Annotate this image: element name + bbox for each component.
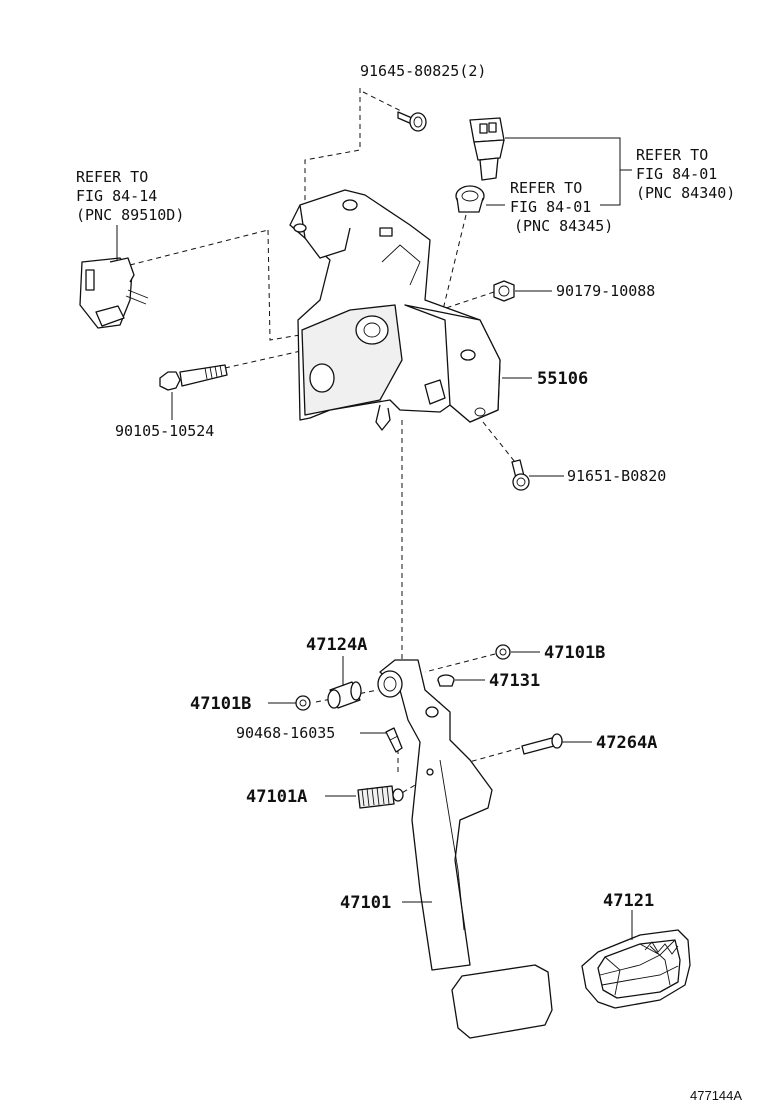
nut-90179-icon — [493, 280, 515, 302]
figure-id-label: 477144A — [690, 1088, 742, 1103]
label-bolt-left: 90105-10524 — [115, 422, 214, 440]
bolt-91651-icon — [511, 459, 530, 491]
label-refer-mid-1: REFER TO — [510, 179, 582, 197]
bolt-90105-icon — [159, 364, 228, 391]
label-nut: 90179-10088 — [556, 282, 655, 300]
label-refer-left-2: FIG 84-14 — [76, 187, 157, 205]
label-collar-right: 47101B — [544, 643, 605, 663]
clip-90468-icon — [385, 727, 403, 753]
label-refer-mid-3: (PNC 84345) — [514, 217, 613, 235]
bolt-91645-icon — [397, 111, 427, 132]
pin-47264A-icon — [521, 733, 563, 755]
switch-cushion-icon — [455, 185, 485, 213]
brake-pedal-47101-icon — [377, 659, 553, 1039]
label-refer-right-1: REFER TO — [636, 146, 708, 164]
cushion-47131-icon — [437, 674, 455, 687]
label-pad: 47121 — [603, 891, 654, 911]
label-pedal: 47101 — [340, 893, 391, 913]
label-refer-left-1: REFER TO — [76, 168, 148, 186]
label-refer-left-3: (PNC 89510D) — [76, 206, 184, 224]
label-spring: 47101A — [246, 787, 307, 807]
collar-47101B-left-icon — [295, 695, 311, 711]
label-clip: 90468-16035 — [236, 724, 335, 742]
label-bolt-top: 91645-80825(2) — [360, 62, 486, 80]
label-cushion: 47131 — [489, 671, 540, 691]
label-bracket: 55106 — [537, 369, 588, 389]
stop-lamp-switch-icon — [469, 117, 505, 181]
label-bushing: 47124A — [306, 635, 367, 655]
stroke-sensor-icon — [79, 257, 149, 329]
part-labels: 91645-80825(2) REFER TO FIG 84-01 (PNC 8… — [76, 62, 742, 1103]
label-bolt-right: 91651-B0820 — [567, 467, 666, 485]
collar-47101B-right-icon — [495, 644, 511, 660]
label-collar-left: 47101B — [190, 694, 251, 714]
label-refer-right-2: FIG 84-01 — [636, 165, 717, 183]
label-pin: 47264A — [596, 733, 657, 753]
label-refer-right-3: (PNC 84340) — [636, 184, 735, 202]
spring-47101A-icon — [357, 785, 404, 809]
leader-lines — [116, 137, 633, 940]
assembly-dashed-lines — [129, 88, 521, 798]
pedal-bracket-icon — [289, 189, 501, 431]
label-refer-mid-2: FIG 84-01 — [510, 198, 591, 216]
pedal-pad-47121-icon — [581, 929, 691, 1009]
bushing-47124A-icon — [327, 681, 362, 709]
